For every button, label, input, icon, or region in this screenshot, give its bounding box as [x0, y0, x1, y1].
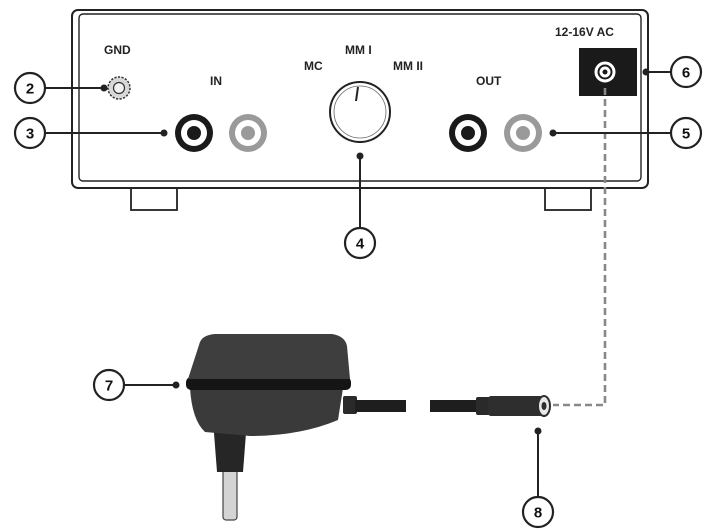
- in-label: IN: [210, 74, 222, 88]
- adapter-body-lower: [190, 388, 343, 436]
- power-adapter: [186, 334, 406, 521]
- connection-dashed-line: [553, 88, 607, 407]
- callout-8-label: 8: [534, 505, 542, 522]
- callout-3-label: 3: [26, 126, 34, 143]
- dc-plug-cable: [430, 395, 551, 417]
- left-foot: [130, 185, 178, 211]
- callout-6-label: 6: [682, 65, 690, 82]
- dc-plug-body: [488, 396, 543, 416]
- adapter-body-upper: [188, 334, 350, 379]
- callout-2-label: 2: [26, 81, 34, 98]
- callout-4: 4: [343, 152, 377, 260]
- right-foot: [544, 185, 592, 211]
- knob-indicator: [355, 86, 359, 102]
- selector-knob[interactable]: [329, 81, 391, 143]
- callout-2: 2: [13, 71, 108, 105]
- gnd-terminal: GND: [104, 43, 131, 100]
- gnd-screw-inner: [112, 81, 126, 95]
- callout-5: 5: [549, 116, 703, 150]
- power-socket-group: 12-16V AC: [555, 25, 637, 96]
- output-jack-right: [504, 114, 542, 152]
- callout-3: 3: [13, 116, 168, 150]
- adapter-cable-left: [355, 400, 406, 412]
- callout-4-label: 4: [356, 236, 365, 253]
- input-jacks: IN: [175, 74, 267, 152]
- callout-5-label: 5: [682, 126, 690, 143]
- out-label: OUT: [476, 74, 502, 88]
- callout-7: 7: [92, 368, 180, 402]
- input-jack-left: [175, 114, 213, 152]
- adapter-band: [186, 377, 351, 390]
- cable-strain-relief: [476, 397, 490, 415]
- adapter-cable-boot: [343, 396, 357, 414]
- power-label: 12-16V AC: [555, 25, 614, 39]
- cable-right-segment: [430, 400, 478, 412]
- gnd-label: GND: [104, 43, 131, 57]
- callout-8: 8: [521, 427, 555, 529]
- callout-6: 6: [642, 55, 703, 89]
- output-jacks: OUT: [449, 74, 542, 152]
- mc-label: MC: [304, 59, 323, 73]
- mm1-label: MM I: [345, 43, 372, 57]
- selector-knob-group: MC MM I MM II: [304, 43, 423, 143]
- input-jack-right: [229, 114, 267, 152]
- callout-7-label: 7: [105, 378, 113, 395]
- mm2-label: MM II: [393, 59, 423, 73]
- output-jack-left: [449, 114, 487, 152]
